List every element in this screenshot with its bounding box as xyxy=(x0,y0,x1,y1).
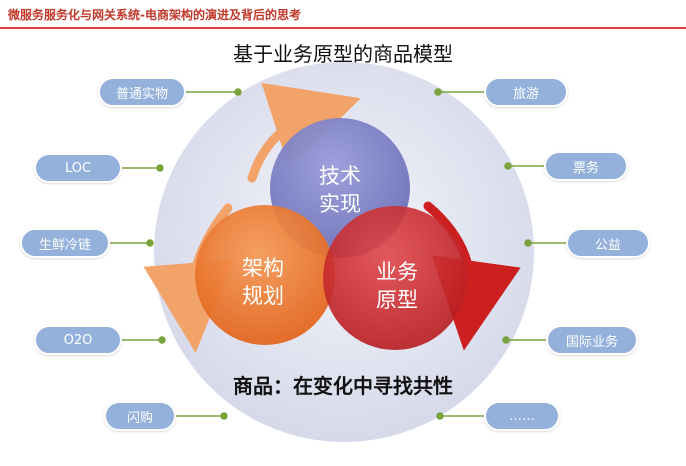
tag-more: …… xyxy=(484,401,560,431)
diagram-title: 基于业务原型的商品模型 xyxy=(233,42,453,66)
tag-piaowu: 票务 xyxy=(544,151,628,181)
page-header: 微服务服务化与网关系统-电商架构的演进及背后的思考 xyxy=(8,8,301,22)
tag-lvyou: 旅游 xyxy=(484,77,568,107)
tag-shengxian-lenglian: 生鲜冷链 xyxy=(20,228,110,258)
arch-circle-label: 架构 规划 xyxy=(242,256,284,308)
connector-dot xyxy=(156,164,164,172)
tag-gongyi: 公益 xyxy=(566,228,650,258)
biz-circle xyxy=(323,206,467,350)
connector-dot xyxy=(502,336,510,344)
tag-loc: LOC xyxy=(34,153,122,183)
connector-dot xyxy=(158,336,166,344)
biz-circle-label: 业务 原型 xyxy=(376,260,418,312)
header-divider xyxy=(0,27,686,29)
tech-circle-label: 技术 实现 xyxy=(319,164,361,216)
red-arrow-right xyxy=(423,201,521,351)
connector-dot xyxy=(220,412,228,420)
connector-dot xyxy=(436,412,444,420)
connector-dot xyxy=(434,88,442,96)
connector-dot xyxy=(146,239,154,247)
tag-o2o: O2O xyxy=(34,325,122,355)
orange-arrow-top xyxy=(247,82,361,183)
connector-dot xyxy=(524,239,532,247)
connector-dot xyxy=(234,88,242,96)
connector-dot xyxy=(504,162,512,170)
tag-putong-shiwu: 普通实物 xyxy=(98,77,186,107)
tag-guoji-yewu: 国际业务 xyxy=(546,325,638,355)
tag-shangou: 闪购 xyxy=(104,401,176,431)
arch-circle xyxy=(195,205,335,345)
bottom-slogan: 商品：在变化中寻找共性 xyxy=(233,374,453,398)
